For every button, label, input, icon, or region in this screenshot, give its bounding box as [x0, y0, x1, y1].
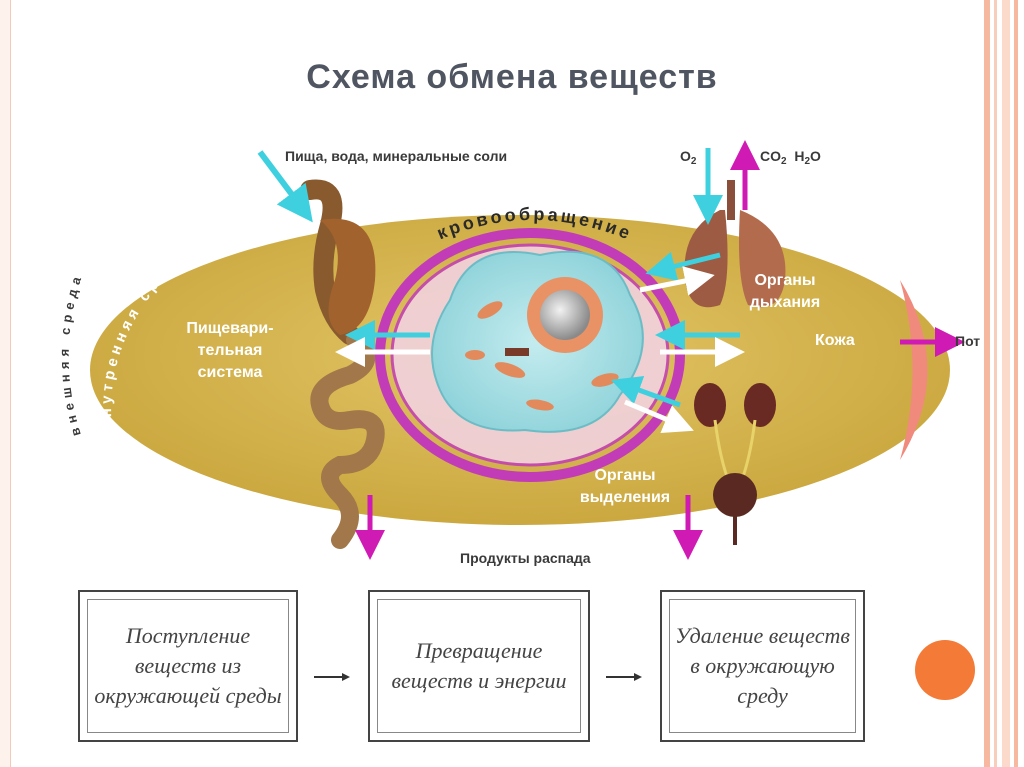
sweat-label: Пот — [955, 333, 981, 349]
flow-arrow-2 — [606, 673, 642, 681]
kidney-left-shape — [694, 383, 726, 427]
external-env-label: внешняя среда — [57, 270, 86, 438]
circulation-ring — [375, 228, 685, 482]
excretory-organs-label: Органы выделения — [579, 467, 671, 506]
food-input-arrow — [257, 150, 313, 223]
flow-arrow-1 — [314, 673, 350, 681]
bladder-shape — [713, 473, 757, 517]
o2-label: O2 — [680, 148, 697, 167]
metabolism-diagram: кровообращение внутренняя среда внешняя … — [20, 130, 980, 570]
left-frame — [0, 0, 11, 767]
stomach-shape — [320, 218, 376, 335]
accent-dot — [915, 640, 975, 700]
cell-nucleus — [540, 290, 590, 340]
flow-box-intake-text: Поступление веществ из окружающей среды — [87, 599, 289, 733]
flow-box-removal-text: Удаление веществ в окружающую среду — [669, 599, 856, 733]
flow-box-transformation: Превращение веществ и энергии — [368, 590, 590, 742]
kidney-right-shape — [744, 383, 776, 427]
page-title: Схема обмена веществ — [306, 58, 718, 96]
respiratory-organs-label: Органы дыхания — [749, 272, 821, 311]
flow-box-intake: Поступление веществ из окружающей среды — [78, 590, 298, 742]
flow-box-transformation-text: Превращение веществ и энергии — [377, 599, 581, 733]
diagram-canvas: кровообращение внутренняя среда внешняя … — [20, 130, 980, 570]
decay-products-label: Продукты распада — [460, 550, 591, 566]
lung-right-shape — [739, 210, 786, 308]
skin-label: Кожа — [815, 332, 855, 349]
flow-box-removal: Удаление веществ в окружающую среду — [660, 590, 865, 742]
input-label: Пища, вода, минеральные соли — [285, 148, 508, 164]
co2-h2o-label: CO2 H2O — [760, 148, 821, 167]
digestive-system-label: Пищевари- тельная система — [186, 320, 274, 381]
right-frame-stripes — [984, 0, 1024, 767]
intestine-shape — [310, 331, 385, 549]
skin-shape — [900, 280, 928, 460]
